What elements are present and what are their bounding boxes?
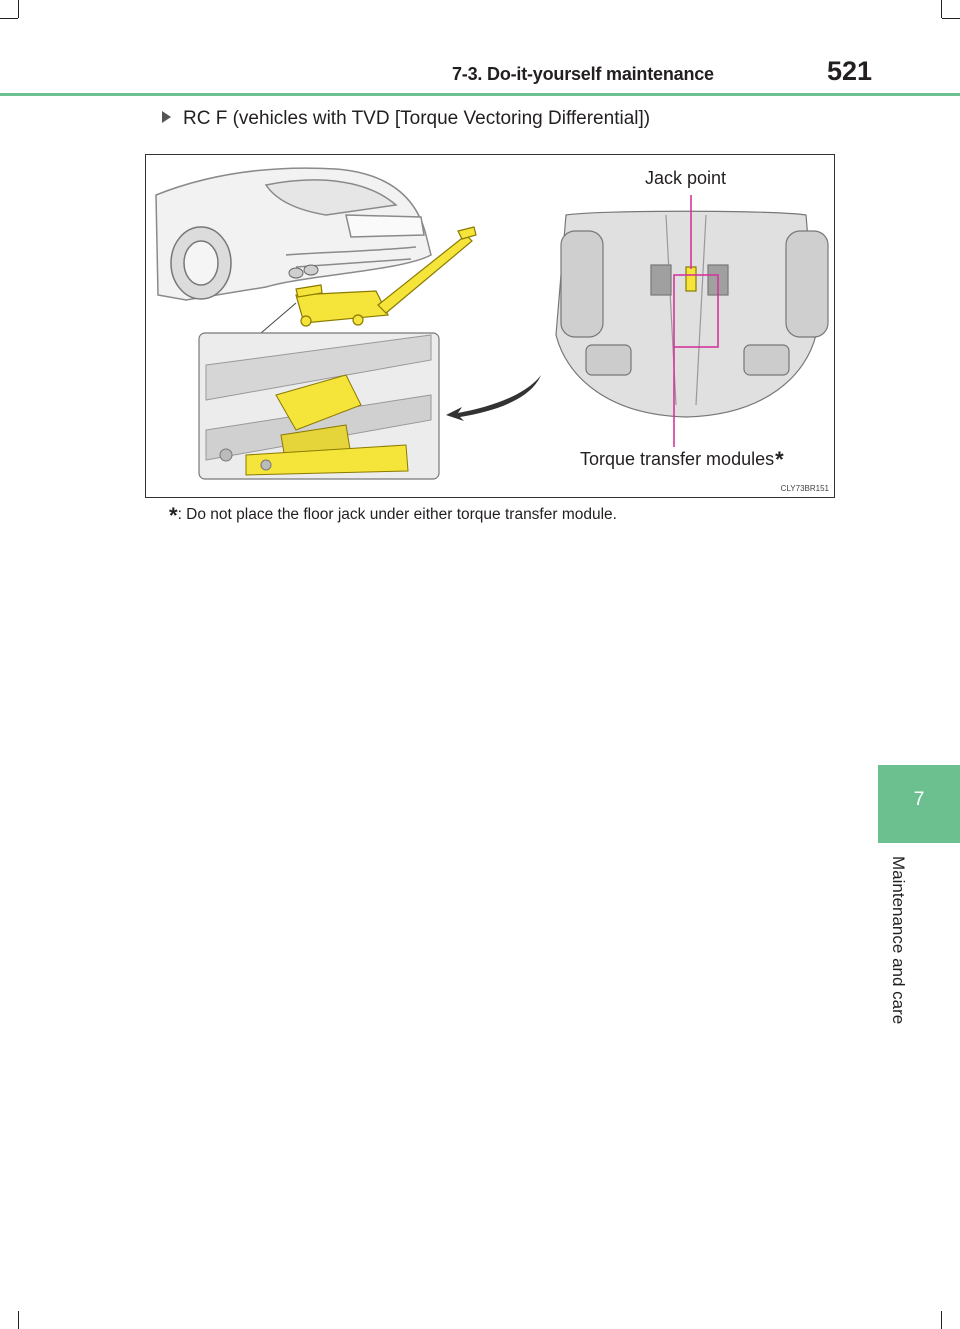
chapter-tab: 7 — [878, 765, 960, 843]
crop-mark — [0, 18, 18, 19]
inset-zoom-illustration — [198, 332, 440, 480]
section-title: 7-3. Do-it-yourself maintenance — [452, 64, 714, 84]
torque-modules-label-text: Torque transfer modules — [580, 449, 775, 469]
footnote-text: : Do not place the floor jack under eith… — [177, 506, 617, 523]
chapter-name: Maintenance and care — [889, 856, 908, 1025]
wheel-icon — [170, 226, 232, 300]
floor-jack-illustration — [295, 226, 477, 327]
exhaust-icon — [288, 264, 319, 279]
page-number: 521 — [827, 56, 873, 86]
figure-code: CLY73BR151 — [780, 484, 829, 493]
pointer-arrow-icon — [446, 375, 541, 421]
jack-point-figure: Jack point Torque transfer modules* CLY7… — [145, 154, 835, 498]
torque-modules-label: Torque transfer modules* — [580, 447, 784, 472]
section-heading-text: RC F (vehicles with TVD [Torque Vectorin… — [183, 108, 651, 129]
callout-lines — [673, 195, 719, 447]
crop-mark — [18, 0, 19, 18]
footnote: *: Do not place the floor jack under eit… — [169, 503, 617, 529]
jack-point-label: Jack point — [645, 168, 727, 188]
footnote-mark: * — [169, 503, 178, 528]
jack-point-illustration — [155, 167, 829, 480]
header-rule — [0, 93, 960, 96]
crop-mark — [942, 18, 960, 19]
underbody-view-illustration — [555, 210, 829, 418]
chapter-number: 7 — [913, 789, 925, 810]
crop-mark — [941, 0, 942, 18]
crop-mark — [18, 1311, 19, 1329]
torque-modules-footnote-mark: * — [775, 447, 784, 472]
crop-mark — [941, 1311, 942, 1329]
section-heading: RC F (vehicles with TVD [Torque Vectorin… — [162, 108, 650, 130]
triangle-bullet-icon — [162, 111, 171, 123]
